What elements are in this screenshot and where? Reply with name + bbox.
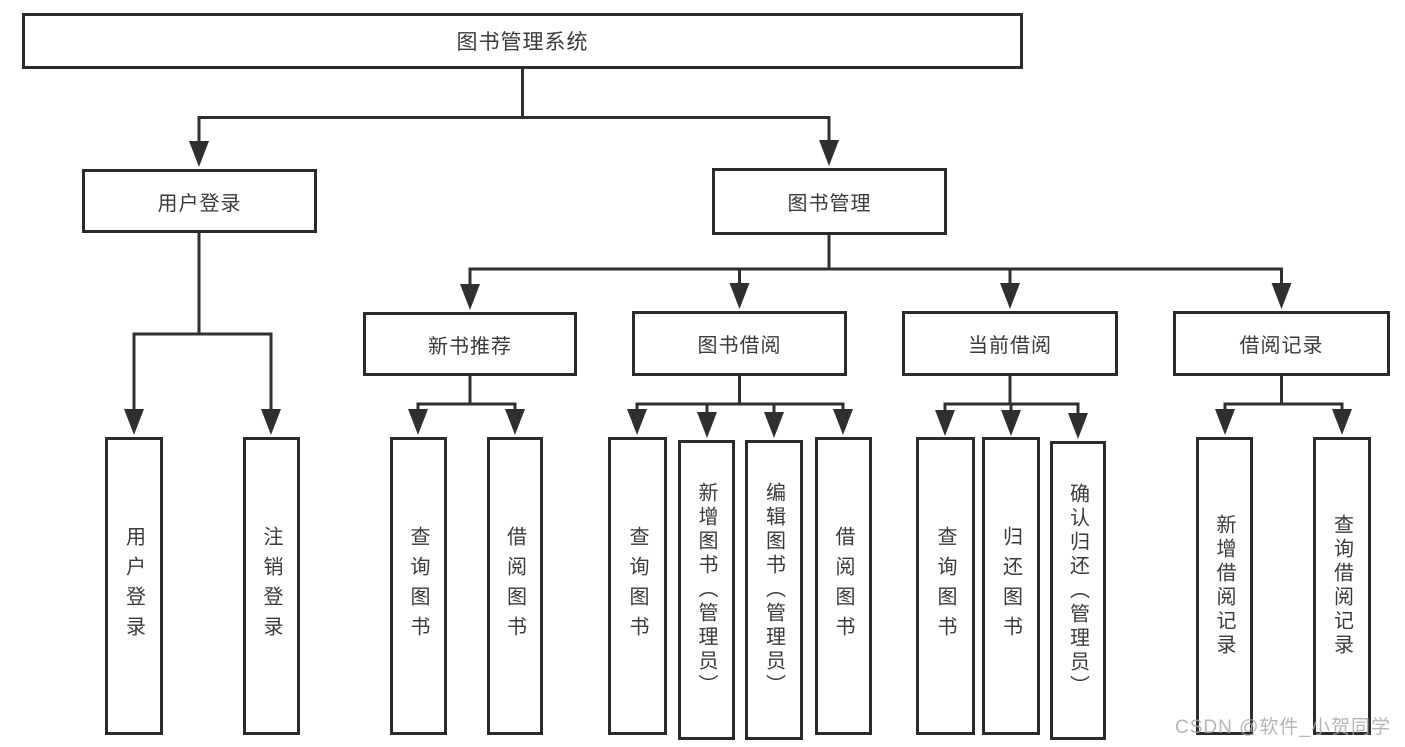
leaf-logout: 注销登录: [243, 437, 300, 735]
watermark: CSDN @软件_小贺同学: [1175, 717, 1391, 738]
node-borrow-record: 借阅记录: [1173, 311, 1390, 376]
leaf-add-book-admin: 新增图书（管理员）: [678, 440, 735, 740]
leaf-confirm-return-admin-label: 确认归还（管理员）: [1066, 482, 1089, 699]
leaf-query-borrow-record: 查询借阅记录: [1313, 437, 1371, 735]
leaf-return-book: 归还图书: [982, 437, 1040, 735]
leaf-user-login: 用户登录: [105, 437, 163, 735]
node-user-login: 用户登录: [82, 169, 317, 233]
leaf-query-book-3: 查询图书: [916, 437, 975, 735]
leaf-query-book-2-label: 查询图书: [626, 526, 648, 646]
leaf-edit-book-admin: 编辑图书（管理员）: [745, 440, 803, 740]
leaf-add-borrow-record-label: 新增借阅记录: [1213, 514, 1235, 658]
leaf-borrow-book-1-label: 借阅图书: [503, 526, 526, 646]
node-new-book-recommend: 新书推荐: [363, 312, 577, 376]
leaf-borrow-book-2-label: 借阅图书: [832, 526, 854, 646]
leaf-edit-book-admin-label: 编辑图书（管理员）: [762, 482, 785, 698]
leaf-query-book-1-label: 查询图书: [407, 526, 429, 646]
leaf-return-book-label: 归还图书: [999, 526, 1022, 646]
leaf-logout-label: 注销登录: [260, 526, 282, 646]
leaf-query-book-3-label: 查询图书: [934, 526, 956, 646]
leaf-user-login-label: 用户登录: [122, 526, 145, 646]
leaf-add-book-admin-label: 新增图书（管理员）: [695, 482, 717, 698]
node-book-borrow: 图书借阅: [632, 311, 847, 376]
node-root: 图书管理系统: [22, 13, 1023, 69]
leaf-borrow-book-2: 借阅图书: [815, 437, 872, 735]
leaf-borrow-book-1: 借阅图书: [487, 437, 543, 735]
leaf-confirm-return-admin: 确认归还（管理员）: [1050, 441, 1106, 740]
leaf-query-borrow-record-label: 查询借阅记录: [1330, 514, 1353, 658]
leaf-query-book-1: 查询图书: [390, 437, 447, 735]
leaf-query-book-2: 查询图书: [608, 437, 667, 735]
node-book-management: 图书管理: [712, 168, 947, 235]
leaf-add-borrow-record: 新增借阅记录: [1196, 437, 1253, 735]
node-current-borrow: 当前借阅: [902, 311, 1118, 376]
